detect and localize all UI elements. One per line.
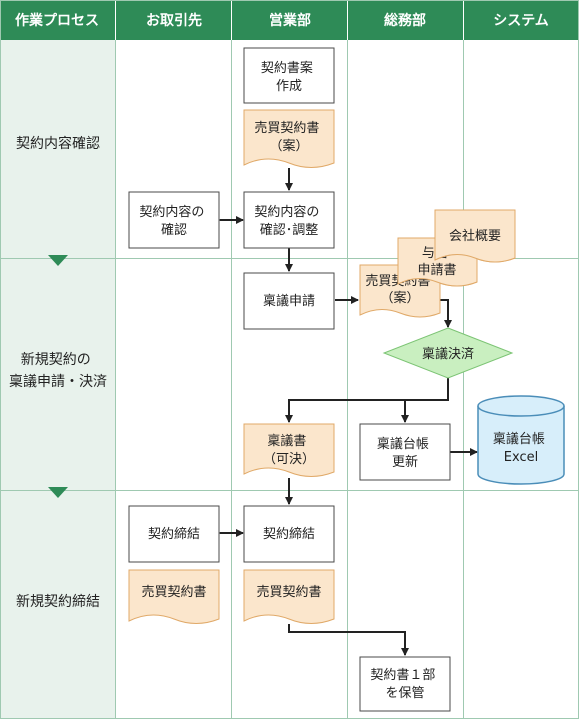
node-ringi-apply: 稟議申請 <box>243 272 335 330</box>
svg-text:会社概要: 会社概要 <box>449 228 501 244</box>
node-sales-confirm: 契約内容の 確認･調整 <box>243 191 335 249</box>
svg-text:売買契約書 （案）: 売買契約書 （案） <box>254 120 323 154</box>
svg-text:契約締結: 契約締結 <box>263 526 315 542</box>
connectors <box>213 168 478 656</box>
svg-text:契約内容の 確認･調整: 契約内容の 確認･調整 <box>254 204 323 238</box>
header-process: 作業プロセス <box>15 12 99 29</box>
svg-text:契約書案 作成: 契約書案 作成 <box>261 61 317 94</box>
process-column-bg <box>0 40 115 719</box>
node-client-confirm: 契約内容の 確認 <box>128 191 220 249</box>
arrow-doc-to-archive <box>288 624 409 656</box>
node-sales-doc: 売買契約書 <box>243 569 335 624</box>
phase-arrow-down-icon <box>48 487 68 498</box>
svg-text:稟議決済: 稟議決済 <box>422 346 474 362</box>
svg-text:契約内容の 確認: 契約内容の 確認 <box>139 204 208 238</box>
phase-label-confirm: 契約内容確認 <box>16 135 100 152</box>
header-client: お取引先 <box>146 12 202 29</box>
node-ringi-doc: 稟議書 （可決） <box>243 423 335 477</box>
svg-text:稟議台帳 更新: 稟議台帳 更新 <box>377 436 433 470</box>
svg-text:売買契約書: 売買契約書 <box>141 584 206 600</box>
node-sales-doc-draft: 売買契約書 （案） <box>243 109 335 168</box>
phase-label-approval: 新規契約の 稟議申請・決済 <box>9 352 107 390</box>
node-stack-doc-company-front: 会社概要 <box>434 209 516 263</box>
node-client-doc: 売買契約書 <box>128 569 220 624</box>
phase-label-signing: 新規契約締結 <box>16 593 100 610</box>
svg-text:契約締結: 契約締結 <box>148 526 200 542</box>
header-sales: 営業部 <box>269 12 311 29</box>
arrow-decision-branch <box>285 378 449 423</box>
node-draft: 契約書案 作成 <box>243 47 335 104</box>
phase-arrow-down-icon <box>48 255 68 266</box>
svg-text:契約書１部 を保管: 契約書１部 を保管 <box>370 668 439 701</box>
header-general: 総務部 <box>384 12 426 29</box>
header-bar <box>0 0 579 40</box>
node-sales-sign: 契約締結 <box>243 505 335 563</box>
svg-text:稟議書 （可決）: 稟議書 （可決） <box>263 433 315 467</box>
node-ledger-db: 稟議台帳 Excel <box>477 395 565 485</box>
node-ringi-decision: 稟議決済 <box>382 327 514 379</box>
svg-text:売買契約書: 売買契約書 <box>256 584 321 600</box>
node-archive: 契約書１部 を保管 <box>359 656 451 712</box>
node-ledger-update: 稟議台帳 更新 <box>359 423 451 481</box>
header-system: システム <box>493 13 549 29</box>
svg-text:稟議申請: 稟議申請 <box>263 293 315 309</box>
svg-text:稟議台帳 Excel: 稟議台帳 Excel <box>493 431 549 465</box>
node-client-sign: 契約締結 <box>128 505 220 563</box>
